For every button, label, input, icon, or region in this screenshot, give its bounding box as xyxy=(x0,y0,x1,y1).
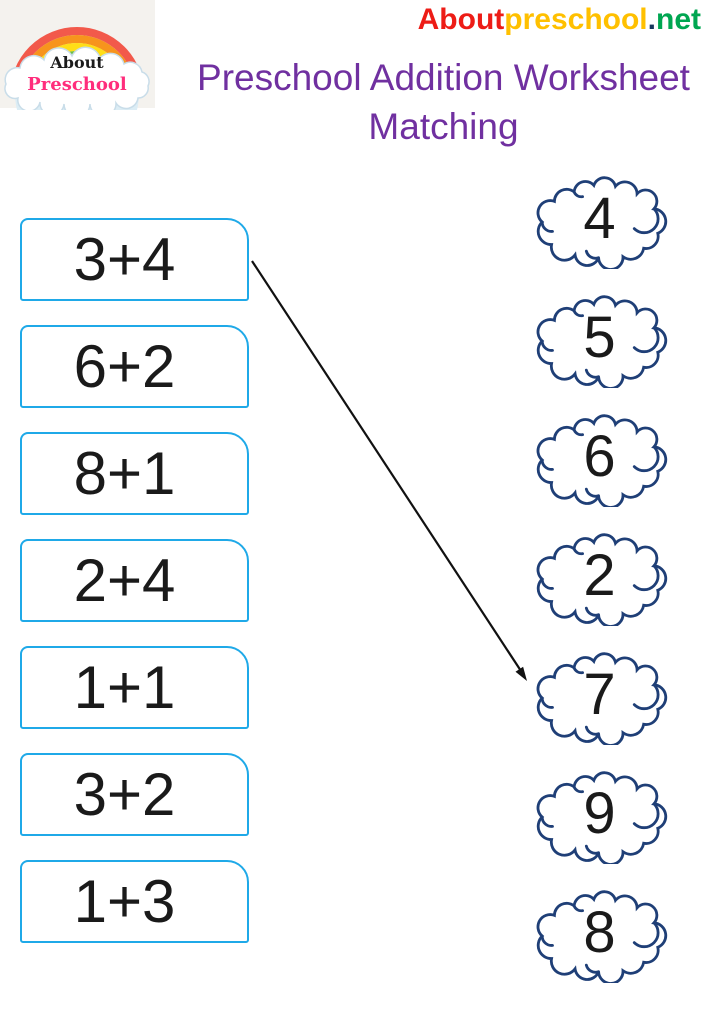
cloud-icon xyxy=(536,890,668,983)
answer-label: 7 xyxy=(583,662,616,727)
answer-label: 5 xyxy=(583,305,616,370)
problem-box[interactable]: 1+3 xyxy=(20,860,249,943)
page-title: Preschool Addition Worksheet xyxy=(197,57,690,98)
site-title-net: net xyxy=(656,3,701,36)
problem-box[interactable]: 8+1 xyxy=(20,432,249,515)
cloud-icon xyxy=(536,771,668,864)
answer-cloud[interactable]: 2 xyxy=(528,532,671,626)
cloud-icon xyxy=(536,176,668,269)
answer-cloud[interactable]: 6 xyxy=(528,413,671,507)
problem-label: 3+4 xyxy=(73,225,176,293)
answer-cloud[interactable]: 5 xyxy=(528,294,671,388)
problem-label: 1+3 xyxy=(73,867,176,935)
logo-text-preschool: Preschool xyxy=(27,74,127,95)
problems-column: 3+4 6+2 8+1 2+4 1+1 3+2 1+3 xyxy=(20,218,249,943)
cloud-icon xyxy=(536,414,668,507)
problem-box[interactable]: 1+1 xyxy=(20,646,249,729)
problem-label: 2+4 xyxy=(73,546,176,614)
answer-cloud[interactable]: 9 xyxy=(528,770,671,864)
problem-label: 8+1 xyxy=(73,439,176,507)
problem-box[interactable]: 2+4 xyxy=(20,539,249,622)
site-title-dot: . xyxy=(647,3,656,36)
answer-cloud[interactable]: 8 xyxy=(528,889,671,983)
problem-label: 3+2 xyxy=(73,760,176,828)
page-subtitle: Matching xyxy=(368,106,519,147)
aboutpreschool-logo: About Preschool xyxy=(0,0,155,156)
site-title: Aboutpreschool.net xyxy=(418,3,701,37)
answer-label: 2 xyxy=(583,543,616,608)
rainbow-logo-icon: About Preschool xyxy=(0,0,155,156)
answer-label: 6 xyxy=(583,424,616,489)
logo-text-about: About xyxy=(49,53,104,72)
problem-label: 1+1 xyxy=(73,653,176,721)
answer-label: 4 xyxy=(583,186,616,251)
problem-box[interactable]: 3+4 xyxy=(20,218,249,301)
answer-label: 8 xyxy=(583,900,616,965)
site-title-about: About xyxy=(417,3,505,36)
cloud-icon xyxy=(536,295,668,388)
problem-box[interactable]: 6+2 xyxy=(20,325,249,408)
answer-cloud[interactable]: 7 xyxy=(528,651,671,745)
site-title-preschool: preschool xyxy=(504,3,648,36)
cloud-icon xyxy=(536,533,668,626)
answers-column: 4 5 xyxy=(528,175,671,983)
problem-label: 6+2 xyxy=(73,332,176,400)
problem-box[interactable]: 3+2 xyxy=(20,753,249,836)
answer-label: 9 xyxy=(583,781,616,846)
answer-cloud[interactable]: 4 xyxy=(528,175,671,269)
cloud-icon xyxy=(536,652,668,745)
